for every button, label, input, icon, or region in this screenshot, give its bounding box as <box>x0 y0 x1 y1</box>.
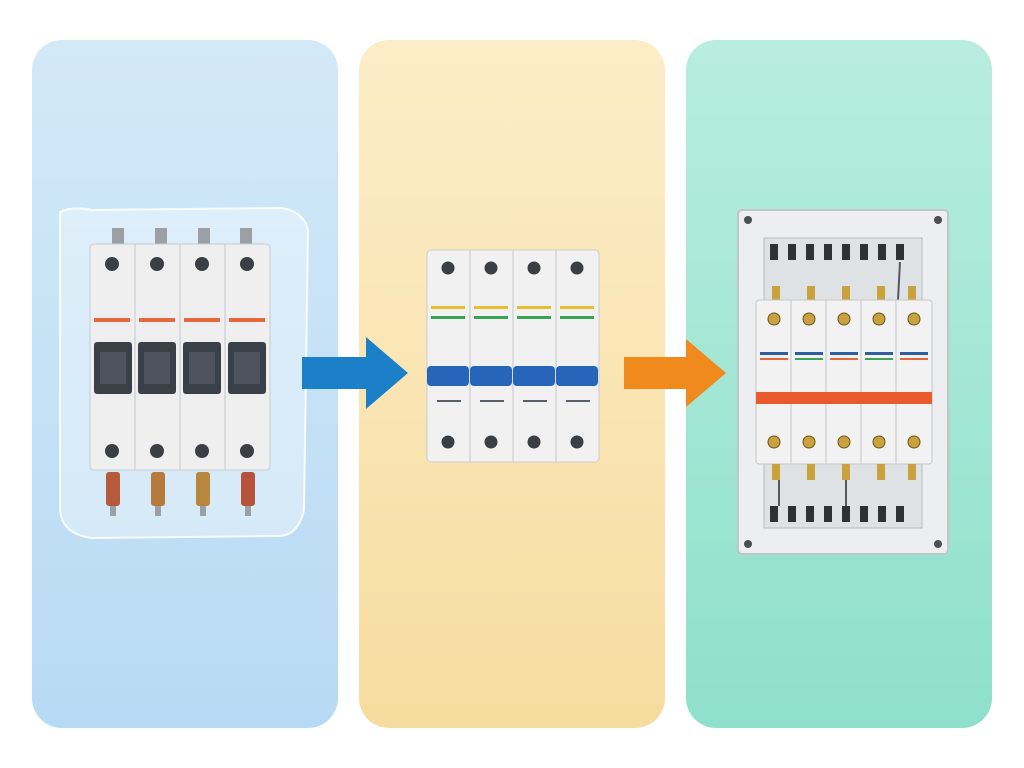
arrow-right-icon <box>302 337 408 409</box>
step-3-panel <box>686 40 992 728</box>
top-terminals <box>112 228 252 246</box>
handle-1 <box>427 366 469 386</box>
step-1-illustration <box>32 40 338 728</box>
bottom-vents <box>770 506 904 522</box>
handle-bar <box>756 392 932 404</box>
arrow-right-icon <box>624 339 726 407</box>
breaker-4-pole-packaged <box>89 228 271 516</box>
top-vents <box>770 244 904 260</box>
handle-4 <box>556 366 598 386</box>
handle-2 <box>470 366 512 386</box>
step-2-illustration <box>359 40 665 728</box>
step-1-panel <box>32 40 338 728</box>
handle-3 <box>513 366 555 386</box>
bottom-terminals <box>106 472 255 516</box>
step-2-panel <box>359 40 665 728</box>
breaker-4-pole <box>426 249 600 463</box>
step-3-illustration <box>686 40 992 728</box>
breaker-5-pole-installed <box>755 286 933 480</box>
